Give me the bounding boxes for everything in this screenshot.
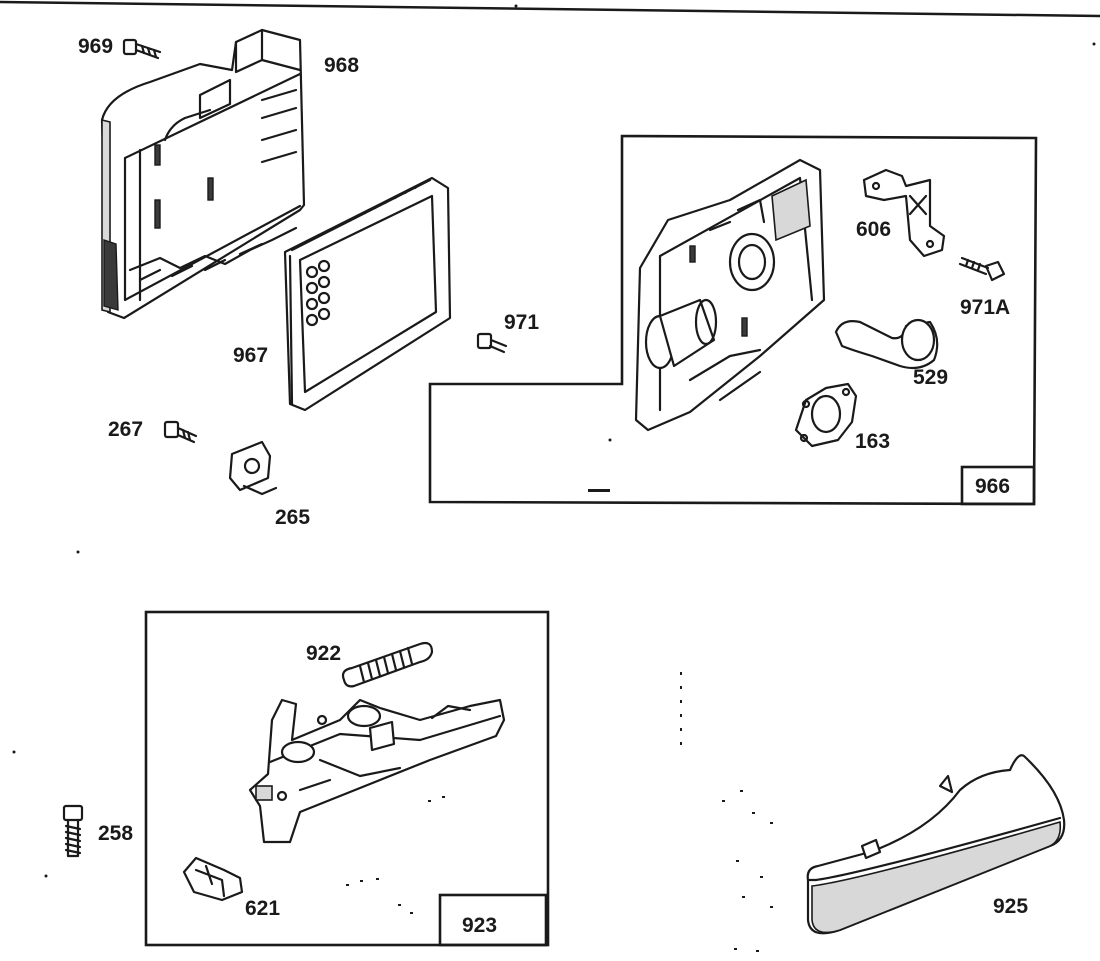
part-968-air-cleaner-base bbox=[100, 28, 306, 320]
frame-966 bbox=[428, 134, 1038, 506]
part-969-screw bbox=[122, 38, 162, 60]
label-968: 968 bbox=[324, 54, 359, 77]
part-923-governor-plate bbox=[248, 698, 506, 844]
label-163: 163 bbox=[855, 430, 890, 453]
label-971: 971 bbox=[504, 311, 539, 334]
frame-966-tag bbox=[960, 465, 1036, 506]
label-621: 621 bbox=[245, 897, 280, 920]
label-258: 258 bbox=[98, 822, 133, 845]
label-922: 922 bbox=[306, 642, 341, 665]
part-967-filter bbox=[283, 176, 452, 412]
label-265: 265 bbox=[275, 506, 310, 529]
part-971-screw bbox=[476, 332, 508, 354]
label-925: 925 bbox=[993, 895, 1028, 918]
label-971a: 971A bbox=[960, 296, 1010, 319]
label-529: 529 bbox=[913, 366, 948, 389]
label-606: 606 bbox=[856, 218, 891, 241]
part-163-gasket bbox=[794, 382, 858, 448]
label-967: 967 bbox=[233, 344, 268, 367]
part-267-screw bbox=[163, 420, 198, 444]
part-971a-screw bbox=[958, 256, 1006, 282]
scan-specks bbox=[12, 4, 1096, 952]
frame-923-tag bbox=[438, 893, 548, 947]
part-606-bracket bbox=[862, 168, 946, 258]
part-621-clip bbox=[182, 856, 244, 902]
part-529-elbow bbox=[834, 318, 939, 370]
part-265-clip bbox=[228, 440, 278, 496]
part-966-carburetor bbox=[634, 158, 826, 432]
part-925-cover bbox=[806, 754, 1066, 935]
label-966: 966 bbox=[975, 475, 1010, 498]
part-258-bolt bbox=[62, 804, 84, 858]
label-267: 267 bbox=[108, 418, 143, 441]
frame-923 bbox=[144, 610, 550, 947]
label-923: 923 bbox=[462, 914, 497, 937]
label-969: 969 bbox=[78, 35, 113, 58]
part-922-spring bbox=[341, 641, 434, 688]
page-top-edge bbox=[0, 0, 1100, 18]
